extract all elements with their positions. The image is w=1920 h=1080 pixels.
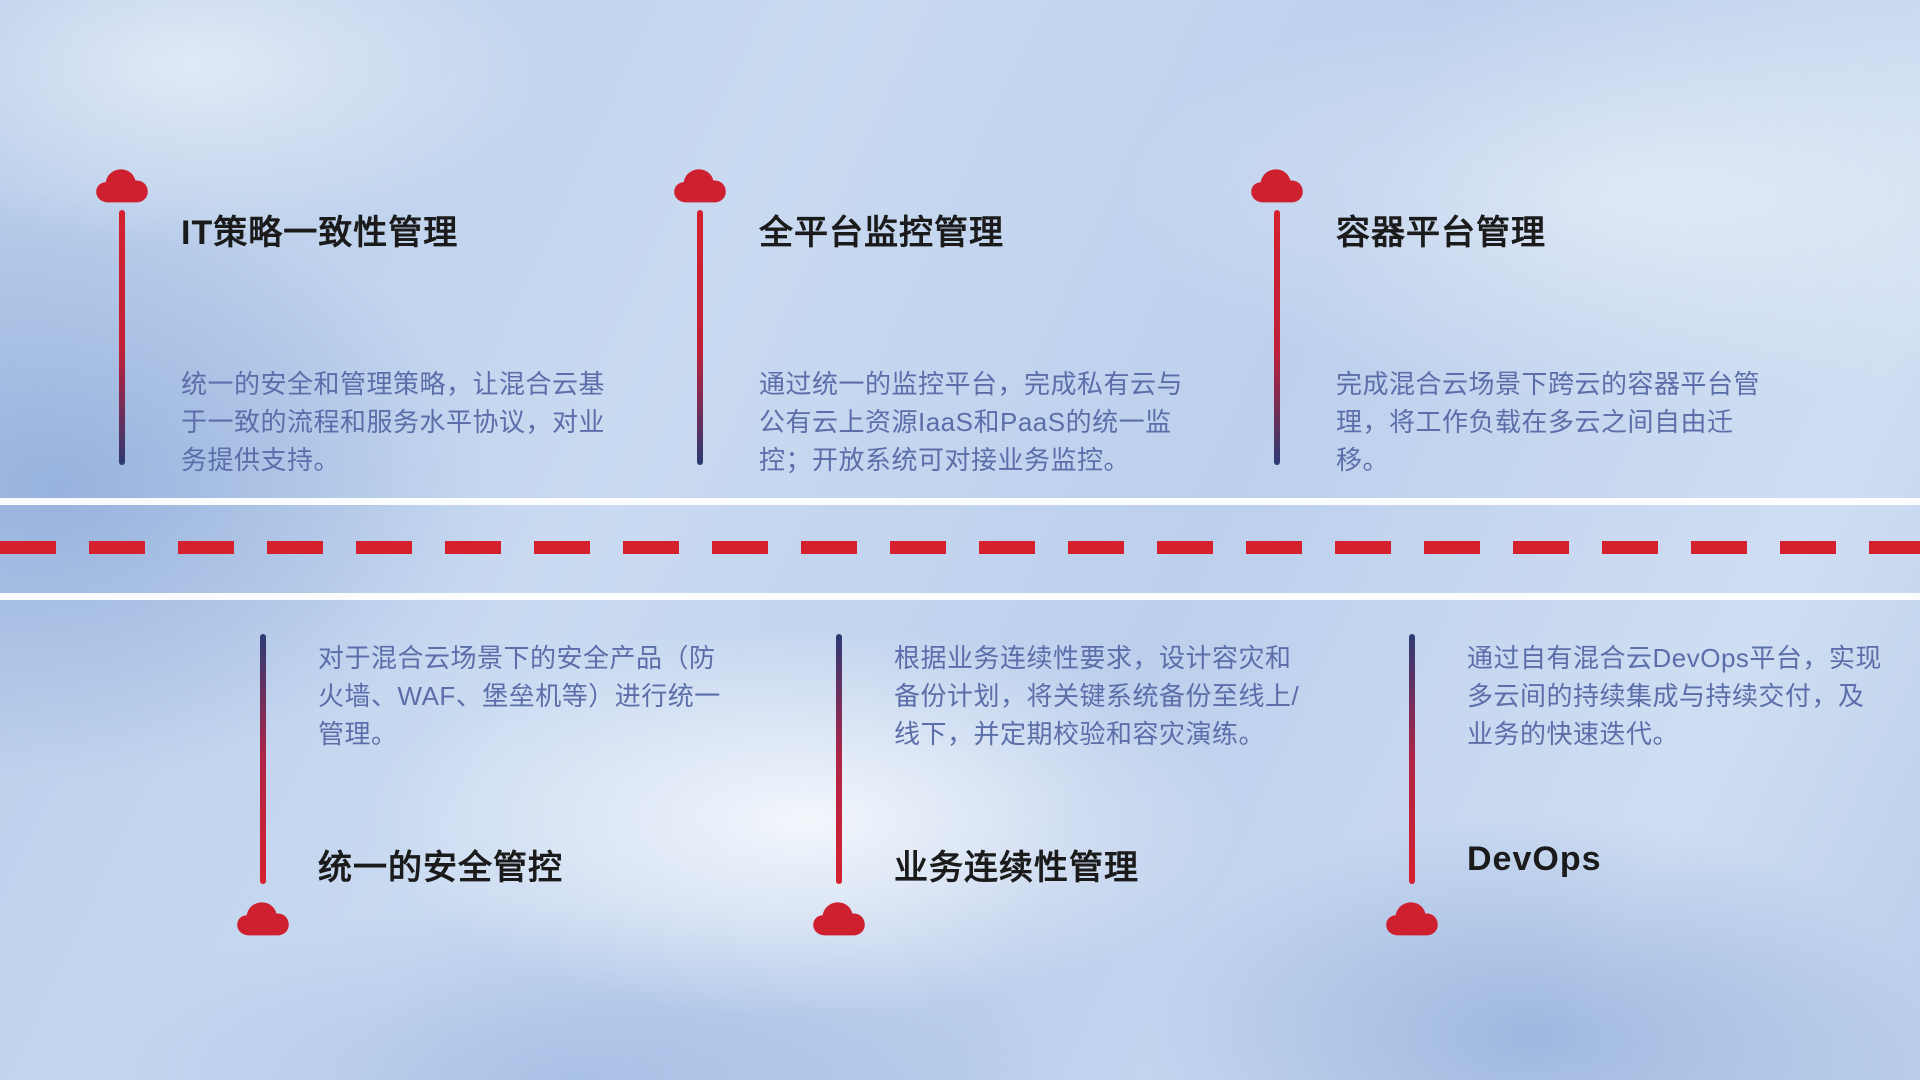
- connector-line: [697, 210, 703, 465]
- cloud-icon: [813, 902, 865, 936]
- item-description: 完成混合云场景下跨云的容器平台管理，将工作负载在多云之间自由迁移。: [1336, 369, 1761, 475]
- item-title: 统一的安全管控: [318, 849, 563, 887]
- cloud-icon: [237, 902, 289, 936]
- item-title: DevOps: [1467, 840, 1602, 878]
- item-description: 根据业务连续性要求，设计容灾和备份计划，将关键系统备份至线上/线下，并定期校验和…: [894, 643, 1300, 749]
- connector-line: [836, 634, 842, 884]
- cloud-icon: [1386, 902, 1438, 936]
- item-description: 通过自有混合云DevOps平台，实现多云间的持续集成与持续交付，及业务的快速迭代…: [1467, 643, 1882, 749]
- cloud-icon: [674, 169, 726, 203]
- cloud-icon: [1251, 169, 1303, 203]
- road-edge-bottom: [0, 593, 1920, 600]
- connector-line: [1409, 634, 1415, 884]
- item-title: IT策略一致性管理: [181, 214, 459, 252]
- connector-line: [1274, 210, 1280, 465]
- item-title: 全平台监控管理: [759, 214, 1004, 252]
- item-title: 容器平台管理: [1336, 214, 1546, 252]
- connector-line: [260, 634, 266, 884]
- item-description: 统一的安全和管理策略，让混合云基于一致的流程和服务水平协议，对业务提供支持。: [181, 369, 606, 475]
- item-description: 对于混合云场景下的安全产品（防火墙、WAF、堡垒机等）进行统一管理。: [318, 643, 721, 749]
- road-dashed-centerline: [0, 541, 1920, 554]
- connector-line: [119, 210, 125, 465]
- item-title: 业务连续性管理: [894, 849, 1139, 887]
- cloud-icon: [96, 169, 148, 203]
- road-edge-top: [0, 498, 1920, 505]
- item-description: 通过统一的监控平台，完成私有云与公有云上资源IaaS和PaaS的统一监控；开放系…: [759, 369, 1184, 475]
